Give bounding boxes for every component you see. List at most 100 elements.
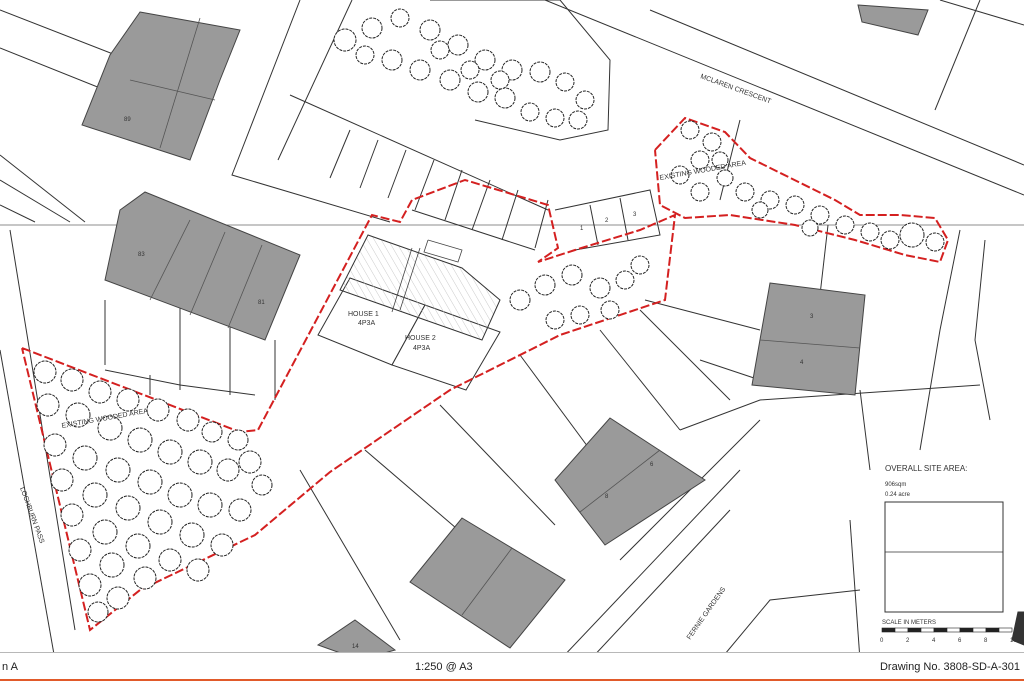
scale-segment (894, 627, 909, 633)
tree-canopy (167, 482, 193, 508)
house-2-type: 4P3A (413, 345, 430, 352)
houses-roof (339, 234, 501, 341)
tree-canopy (925, 232, 945, 252)
tree-canopy (899, 222, 925, 248)
tree-canopy (176, 408, 200, 432)
house-1-name: HOUSE 1 (348, 311, 379, 318)
plot-number-3: 3 (810, 314, 814, 320)
tree-canopy (690, 150, 710, 170)
plot-number-89: 89 (124, 117, 131, 123)
tree-canopy (520, 102, 540, 122)
parking-bay-2: 2 (605, 218, 609, 224)
tree-canopy (390, 8, 410, 28)
parking-bay-3: 3 (633, 212, 637, 218)
scale-segment (998, 627, 1013, 633)
tree-canopy (60, 503, 84, 527)
parking-bay-1: 1 (580, 226, 584, 232)
scale-tick-label: 0 (880, 638, 884, 644)
tree-canopy (33, 360, 57, 384)
tree-canopy (835, 215, 855, 235)
tree-canopy (238, 450, 262, 474)
tree-canopy (99, 552, 125, 578)
scale-segment (985, 627, 1000, 633)
tree-canopy (545, 310, 565, 330)
tree-canopy (460, 60, 480, 80)
tree-canopy (680, 120, 700, 140)
proposed-houses (317, 234, 501, 391)
building-plot-89 (81, 11, 241, 161)
tree-canopy (447, 34, 469, 56)
tree-canopy (127, 427, 153, 453)
tree-canopy (97, 415, 123, 441)
tree-canopy (210, 533, 234, 557)
site-area-acres: 0.24 acre (885, 492, 911, 498)
scale-segment (881, 627, 896, 633)
house-1-type: 4P3A (358, 320, 375, 327)
tree-canopy (690, 182, 710, 202)
tree-canopy (60, 368, 84, 392)
tree-canopy (333, 28, 357, 52)
tree-canopy (87, 601, 109, 623)
tree-canopy (146, 398, 170, 422)
tree-canopy (534, 274, 556, 296)
key-box (884, 501, 1004, 613)
tree-canopy (78, 573, 102, 597)
plot-number-14: 14 (352, 644, 359, 650)
tree-canopy (630, 255, 650, 275)
tree-canopy (65, 402, 91, 428)
trees (33, 8, 945, 623)
tree-canopy (105, 457, 131, 483)
context-linework (0, 0, 1024, 661)
tree-canopy (509, 289, 531, 311)
tree-canopy (158, 548, 182, 572)
tree-canopy (133, 566, 157, 590)
scale-bar: SCALE IN METERS 0246810 (880, 611, 1024, 646)
building-plot-3-4 (751, 282, 866, 396)
tree-canopy (555, 72, 575, 92)
scale-segment (959, 627, 974, 633)
site-boundary-main (21, 178, 677, 632)
tree-canopy (670, 165, 690, 185)
tree-canopy (474, 49, 496, 71)
scale-title: SCALE IN METERS (882, 620, 936, 626)
tree-canopy (157, 439, 183, 465)
plot-number-83: 83 (138, 252, 145, 258)
scale-segment (972, 627, 987, 633)
tree-canopy (751, 201, 769, 219)
footer-left-text: n A (2, 661, 18, 673)
tree-canopy (529, 61, 551, 83)
tree-canopy (68, 538, 92, 562)
street-label-fernie: FERNIE GARDENS (686, 586, 728, 641)
tree-canopy (561, 264, 583, 286)
tree-canopy (589, 277, 611, 299)
site-boundary (21, 116, 950, 632)
tree-canopy (228, 498, 252, 522)
tree-canopy (92, 519, 118, 545)
scale-segments (881, 627, 1013, 633)
plot-number-81: 81 (258, 300, 265, 306)
tree-canopy (115, 495, 141, 521)
tree-canopy (82, 482, 108, 508)
tree-canopy (201, 421, 223, 443)
tree-canopy (43, 433, 67, 457)
tree-canopy (227, 429, 249, 451)
plot-number-6: 6 (650, 462, 654, 468)
building-plot-83 (104, 191, 301, 341)
tree-canopy (494, 87, 516, 109)
plot-number-4: 4 (800, 360, 804, 366)
footer-drawing-number: Drawing No. 3808-SD-A-301 (879, 661, 1020, 673)
tree-canopy (615, 270, 635, 290)
building-lower-pair (409, 517, 566, 649)
tree-canopy (860, 222, 880, 242)
scale-tick-label: 6 (958, 638, 962, 644)
tree-canopy (467, 81, 489, 103)
building-plot-6-8 (554, 417, 706, 546)
tree-canopy (785, 195, 805, 215)
tree-canopy (735, 182, 755, 202)
street-label-lochburn: LOCHBURN PASS (18, 486, 45, 545)
tree-canopy (600, 300, 620, 320)
scale-tick-label: 8 (984, 638, 988, 644)
tree-canopy (575, 90, 595, 110)
scale-tick-label: 2 (906, 638, 910, 644)
